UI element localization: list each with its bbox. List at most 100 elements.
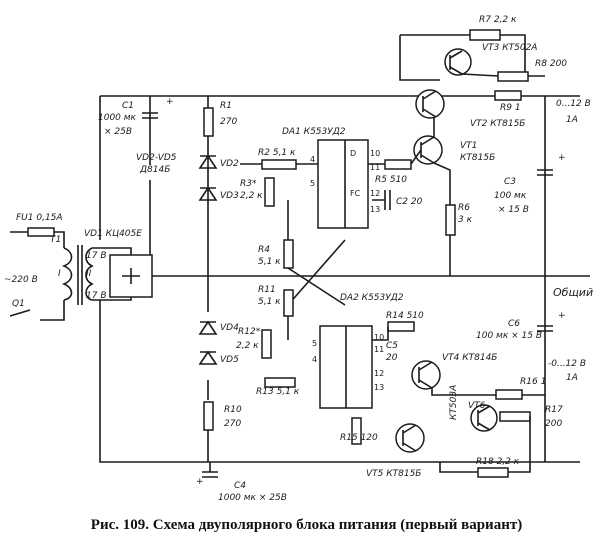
label-out-pos: 0...12 В [556,99,591,109]
label-r12: R12* [238,327,261,337]
label-c5: C5 [386,341,398,351]
label-c5-val: 20 [386,353,398,363]
label-220v: ~220 В [4,275,38,285]
label-vd2: VD2 [220,159,239,169]
label-vt5: VT5 КТ815Б [366,469,421,479]
label-vt6: VT6 [468,401,486,411]
label-r12-val: 2,2 к [236,341,259,351]
r8-resistor [497,71,529,82]
label-winding-i: I [58,269,61,279]
label-r2: R2 5,1 к [258,148,296,158]
pin-da2-13: 13 [374,383,384,392]
r10-resistor [203,401,214,431]
label-da1: DA1 К553УД2 [282,127,346,137]
r12-resistor [261,329,272,359]
label-out-neg: -0...12 В [548,359,586,369]
label-da2: DA2 К553УД2 [340,293,404,303]
r16-resistor [495,389,523,400]
vd3-zener [198,186,218,201]
r15-resistor [351,417,362,445]
label-vt1-type: КТ815Б [460,153,495,163]
vd2-zener [198,154,218,169]
label-r1-val: 270 [220,117,237,127]
label-r14: R14 510 [386,311,424,321]
r3-resistor [264,177,275,207]
pin-da1-12: 12 [370,189,380,198]
pin-da2-11: 11 [374,345,384,354]
label-r17: R17 [545,405,563,415]
label-vt1: VT1 [460,141,477,151]
label-r15: R15 120 [340,433,378,443]
label-r9: R9 1 [500,103,521,113]
label-r8: R8 200 [535,59,567,69]
label-winding-ii: II [86,269,92,279]
c6-capacitor [537,325,553,332]
label-vd4: VD4 [220,323,239,333]
pin-da2-5: 5 [312,339,317,348]
label-vt6-type: КТ503А [449,385,459,420]
label-r16: R16 1 [520,377,546,387]
label-vd2-type: Д814Б [139,165,170,175]
c1-capacitor [142,112,158,119]
label-vt4: VT4 КТ814Б [442,353,497,363]
label-r4: R4 [258,245,270,255]
label-c3-val: 100 мк [494,191,527,201]
r7-resistor [469,29,501,41]
r17-resistor [499,411,531,422]
label-r10-val: 270 [224,419,241,429]
label-r18: R18 2,2 к [476,457,520,467]
t1-transformer [61,245,94,305]
label-c3-volt: × 15 В [498,205,529,215]
label-plus-c1: + [166,97,174,107]
r9-resistor [494,90,522,101]
label-r4-val: 5,1 к [258,257,281,267]
label-c1: C1 [122,101,134,111]
pin-da1-10: 10 [370,149,380,158]
label-c1-volt: × 25В [104,127,132,137]
vd5-zener [198,350,218,365]
r5-resistor [384,159,412,170]
label-c6-val: 100 мк × 15 В [476,331,542,341]
pin-da1-4: 4 [310,155,315,164]
label-vd1: VD1 КЦ405Е [84,229,142,239]
r4-resistor [283,239,294,269]
label-r1: R1 [220,101,232,111]
pin-da2-10: 10 [374,333,384,342]
r18-resistor [477,467,509,478]
label-out-pos-cur: 1А [566,115,578,125]
label-r13: R13 5,1 к [256,387,300,397]
pin-da2-4: 4 [312,355,317,364]
label-c1-val: 1000 мк [98,113,137,123]
label-common: Общий [553,286,593,299]
labels: R7 2,2 к VT3 КТ502А R8 200 R9 1 VT2 КТ81… [4,15,593,503]
label-17v-a: 17 В [86,251,107,261]
label-r17-val: 200 [545,419,562,429]
figure-caption: Рис. 109. Схема двуполярного блока питан… [90,517,523,533]
r2-resistor [261,159,297,170]
label-r5: R5 510 [375,175,407,185]
label-r3: R3* [240,179,257,189]
label-c4-val: 1000 мк × 25В [218,493,287,503]
pin-da1-5: 5 [310,179,315,188]
r6-resistor [445,204,456,236]
label-r10: R10 [224,405,242,415]
lower-regulator [198,289,553,478]
da1-opamp [317,139,369,229]
label-fu1: FU1 0,15А [16,213,63,223]
label-17v-b: 17 В [86,291,107,301]
label-q1: Q1 [12,299,25,309]
r1-resistor [203,107,214,137]
label-vd2-vd5: VD2-VD5 [136,153,177,163]
pin-da1-11: 11 [370,163,380,172]
pin-da1-d: D [350,149,356,158]
label-vt2: VT2 КТ815Б [470,119,525,129]
r11-resistor [283,289,294,317]
label-vd5: VD5 [220,355,239,365]
c4-capacitor [202,471,218,478]
label-r3-val: 2,2 к [240,191,263,201]
label-c4: C4 [234,481,246,491]
label-r6-val: 3 к [458,215,473,225]
label-vd3: VD3 [220,191,239,201]
label-r11-val: 5,1 к [258,297,281,307]
